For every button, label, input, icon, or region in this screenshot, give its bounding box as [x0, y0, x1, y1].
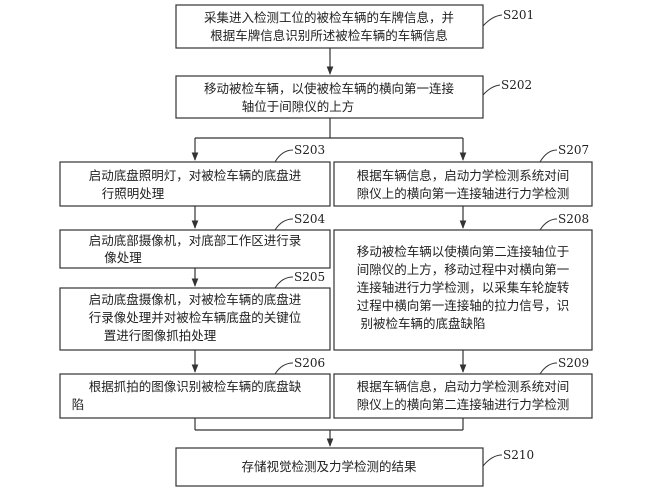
- step-s210-leader: [482, 454, 503, 467]
- connectors: [191, 48, 467, 447]
- step-s207-label: S207: [558, 143, 589, 157]
- step-s201-line-2: 根据车牌信息识别所述被检车辆的车辆信息: [210, 28, 448, 43]
- step-s208-box: [333, 229, 593, 351]
- step-s207: 根据车辆信息，启动力学检测系统对间 隙仪上的横向第一连接轴进行力学检测 S207: [333, 143, 593, 207]
- step-s206-box: [59, 373, 331, 419]
- step-s201-line-1: 采集进入检测工位的被检车辆的车牌信息，并: [204, 10, 454, 25]
- step-s204-line-1: 启动底部摄像机，对底部工作区进行录: [89, 233, 302, 248]
- step-s207-leader: [539, 149, 558, 163]
- step-s203-leader: [274, 149, 294, 163]
- step-s201-box: [175, 4, 484, 49]
- step-s203-line-2: 行照明处理: [102, 186, 165, 201]
- step-s208: 移动被检车辆以使横向第二连接轴位于 间隙仪的上方，移动过程中对横向第一 连接轴进…: [333, 212, 593, 351]
- step-s208-label: S208: [558, 212, 589, 226]
- step-s205-line-2: 行录像处理并对被检车辆底盘的关键位: [89, 310, 302, 325]
- step-s205: 启动底盘摄像机，对被检车辆的底盘进 行录像处理并对被检车辆底盘的关键位 置进行图…: [59, 270, 331, 351]
- step-s203-box: [59, 161, 331, 207]
- step-s206-line-1: 根据抓拍的图像识别被检车辆的底盘缺: [89, 379, 302, 394]
- step-s202: 移动被检车辆，以使被检车辆的横向第一连接 轴位于间隙仪的上方 S202: [175, 75, 532, 119]
- step-s210: 存储视觉检测及力学检测的结果 S210: [175, 447, 534, 487]
- step-s208-line-2: 间隙仪的上方，移动过程中对横向第一: [357, 262, 570, 277]
- step-s202-line-1: 移动被检车辆，以使被检车辆的横向第一连接: [204, 81, 455, 96]
- step-s201-leader: [482, 14, 503, 27]
- step-s208-line-4: 过程中横向第一连接轴的拉力信号，识: [357, 298, 570, 313]
- step-s206-label: S206: [294, 356, 325, 370]
- step-s206: 根据抓拍的图像识别被检车辆的底盘缺 陷 S206: [59, 356, 331, 419]
- step-s203: 启动底盘照明灯，对被检车辆的底盘进 行照明处理 S203: [59, 143, 331, 207]
- step-s205-box: [59, 287, 331, 351]
- step-s208-line-5: 别被检车辆的底盘缺陷: [360, 316, 485, 331]
- step-s209-line-1: 根据车辆信息，启动力学检测系统对间: [357, 379, 570, 394]
- step-s205-label: S205: [294, 270, 325, 284]
- step-s202-leader: [482, 84, 501, 96]
- step-s206-leader: [274, 362, 294, 375]
- step-s205-line-3: 置进行图像抓拍处理: [104, 328, 217, 343]
- step-s201: 采集进入检测工位的被检车辆的车牌信息，并 根据车牌信息识别所述被检车辆的车辆信息…: [175, 4, 534, 49]
- step-s205-line-1: 启动底盘摄像机，对被检车辆的底盘进: [89, 292, 302, 307]
- step-s207-box: [333, 161, 593, 207]
- step-s208-leader: [539, 218, 558, 231]
- step-s204-label: S204: [294, 212, 325, 226]
- step-s210-line-1: 存储视觉检测及力学检测的结果: [241, 459, 417, 474]
- step-s202-box: [175, 75, 484, 119]
- step-s209-leader: [539, 362, 558, 375]
- step-s210-box: [175, 447, 484, 487]
- step-s207-line-1: 根据车辆信息，启动力学检测系统对间: [357, 168, 570, 183]
- step-s209: 根据车辆信息，启动力学检测系统对间 隙仪上的横向第二连接轴进行力学检测 S209: [333, 356, 593, 419]
- step-s204: 启动底部摄像机，对底部工作区进行录 像处理 S204: [59, 212, 331, 269]
- step-s201-label: S201: [503, 8, 534, 22]
- step-s207-line-2: 隙仪上的横向第一连接轴进行力学检测: [357, 186, 570, 201]
- step-s202-line-2: 轴位于间隙仪的上方: [242, 99, 355, 114]
- step-s202-label: S202: [501, 78, 532, 92]
- step-s204-line-2: 像处理: [104, 250, 142, 265]
- step-s208-line-1: 移动被检车辆以使横向第二连接轴位于: [357, 244, 570, 259]
- step-s209-line-2: 隙仪上的横向第二连接轴进行力学检测: [357, 397, 570, 412]
- step-s205-leader: [274, 276, 294, 289]
- step-s203-label: S203: [294, 143, 325, 157]
- step-s210-label: S210: [503, 448, 534, 462]
- step-s209-label: S209: [558, 356, 589, 370]
- step-s203-line-1: 启动底盘照明灯，对被检车辆的底盘进: [89, 168, 302, 183]
- step-s209-box: [333, 373, 593, 419]
- step-s204-box: [59, 229, 331, 269]
- step-s208-line-3: 连接轴进行力学检测，以采集车轮旋转: [357, 280, 570, 295]
- step-s206-line-2: 陷: [72, 397, 85, 412]
- step-s204-leader: [274, 218, 294, 231]
